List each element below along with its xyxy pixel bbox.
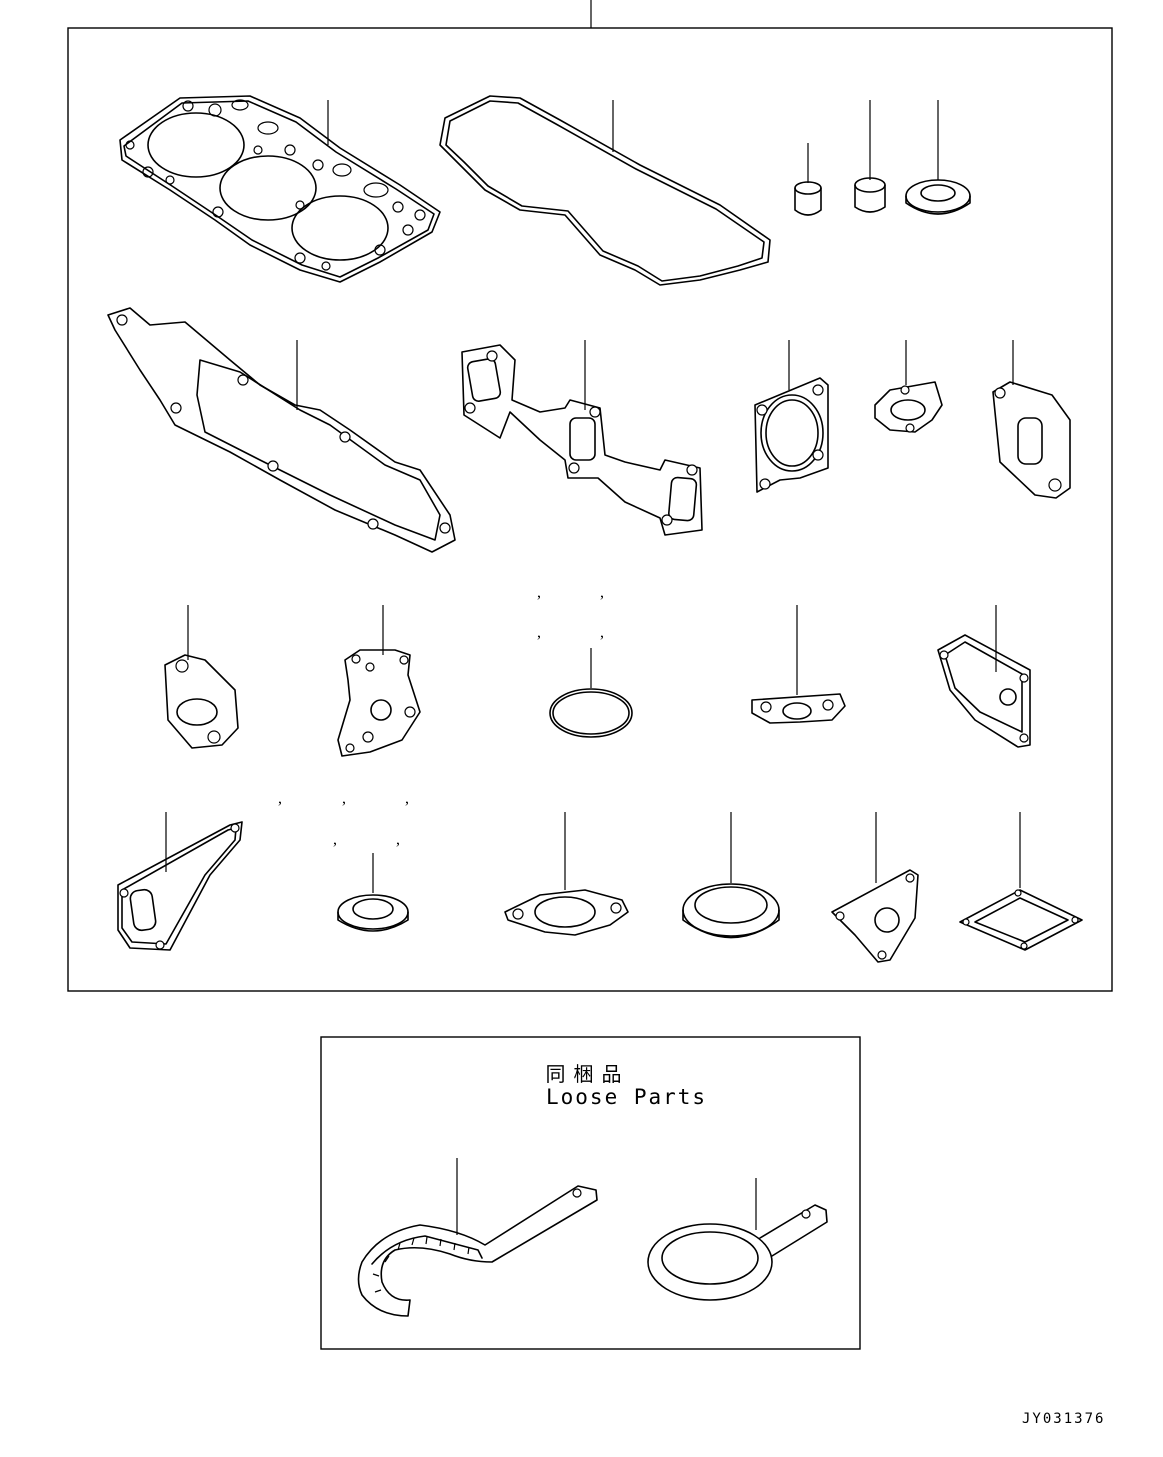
callout-comma: , <box>600 584 604 601</box>
callout-comma: , <box>600 624 604 641</box>
o-ring <box>549 648 633 738</box>
bushing-seal <box>854 100 886 213</box>
loose-parts-title-en: Loose Parts <box>546 1085 708 1109</box>
callout-comma: , <box>396 831 400 848</box>
loose-parts-title-jp: 同梱品 <box>545 1062 630 1086</box>
callout-comma: , <box>537 584 541 601</box>
loose-parts-frame <box>320 1036 861 1350</box>
main-parts-frame <box>67 27 1113 992</box>
valve-stem-seal <box>794 143 822 216</box>
drawing-number: JY031376 <box>1022 1411 1106 1427</box>
angled-flange-gasket <box>831 812 919 963</box>
thermostat-gasket <box>164 605 239 749</box>
thick-ring-seal <box>682 812 780 939</box>
callout-comma: , <box>333 831 337 848</box>
flat-washer <box>337 853 409 932</box>
callout-comma: , <box>342 790 346 807</box>
water-pump-gasket <box>337 605 421 757</box>
oval-port-gasket <box>992 340 1071 499</box>
cylinder-head-gasket <box>119 95 441 283</box>
round-flange-gasket <box>504 812 629 936</box>
oil-cooler-gasket <box>117 812 243 951</box>
small-flange-gasket <box>874 340 943 433</box>
cover-gasket-right <box>937 605 1031 748</box>
two-bolt-flange-gasket <box>751 605 846 724</box>
callout-comma: , <box>278 790 282 807</box>
head-cover-gasket <box>439 95 771 286</box>
ring-wrench <box>647 1178 828 1301</box>
diamond-cover-gasket <box>959 812 1083 951</box>
intake-manifold-gasket <box>107 307 456 553</box>
callout-comma: , <box>405 790 409 807</box>
exhaust-manifold-gasket <box>461 340 703 536</box>
washer-seal <box>905 100 971 215</box>
callout-comma: , <box>537 624 541 641</box>
turbo-gasket <box>754 340 829 493</box>
hook-spanner-wrench <box>357 1158 598 1317</box>
